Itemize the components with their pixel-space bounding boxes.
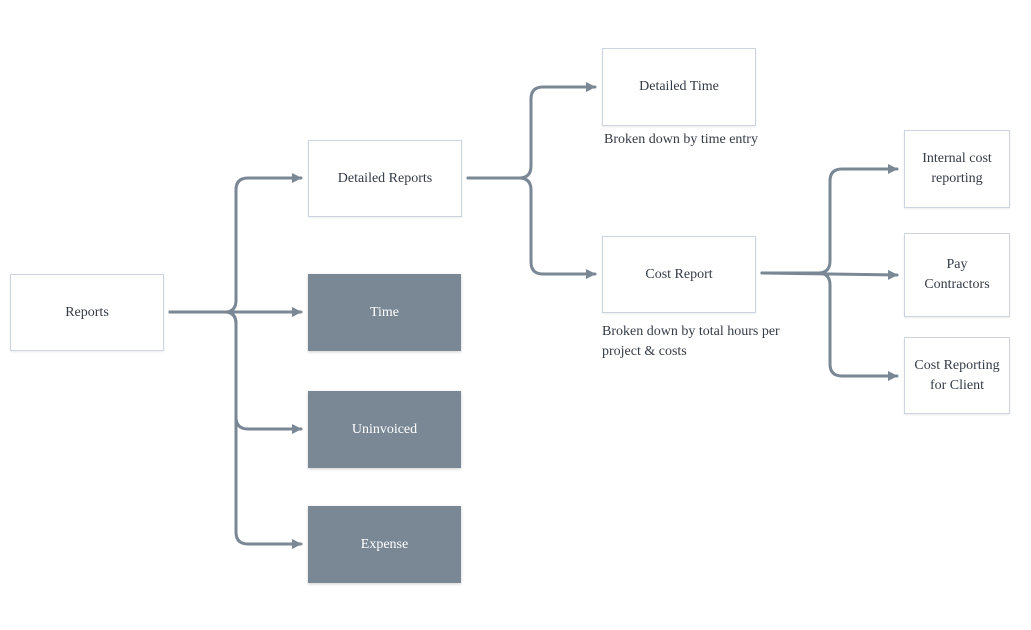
connector-reports-to-detailed-reports	[168, 173, 303, 314]
node-pay-contractors: Pay Contractors	[904, 233, 1010, 317]
node-detailed-time: Detailed Time	[602, 48, 756, 126]
node-cost-reporting-for-client-label: Cost Reporting for Client	[914, 357, 1000, 393]
connector-detailed-reports-to-detailed-time	[466, 82, 597, 180]
node-time: Time	[308, 274, 461, 351]
node-detailed-time-label: Detailed Time	[639, 79, 719, 94]
connector-reports-to-expense	[168, 310, 303, 549]
note-cost-report: Broken down by total hours per project &…	[602, 324, 780, 359]
node-cost-report-label: Cost Report	[645, 266, 713, 282]
node-internal-cost-reporting-label: Internal cost reporting	[922, 151, 992, 186]
node-uninvoiced-label: Uninvoiced	[351, 421, 418, 437]
node-cost-reporting-for-client: Cost Reporting for Client	[904, 337, 1010, 414]
node-expense-label: Expense	[360, 536, 409, 552]
node-pay-contractors-label: Pay Contractors	[924, 257, 990, 292]
node-internal-cost-reporting: Internal cost reporting	[904, 130, 1010, 208]
connector-detailed-reports-to-cost-report	[466, 176, 597, 279]
connector-cost-report-to-client	[760, 271, 899, 381]
node-time-label: Time	[369, 304, 400, 320]
node-detailed-reports: Detailed Reports	[308, 140, 462, 217]
note-detailed-time: Broken down by time entry	[604, 132, 758, 147]
node-expense: Expense	[308, 506, 461, 583]
connector-cost-report-to-internal	[760, 164, 899, 275]
node-reports: Reports	[10, 274, 164, 351]
node-reports-label: Reports	[65, 304, 109, 320]
node-uninvoiced: Uninvoiced	[308, 391, 461, 468]
node-cost-report: Cost Report	[602, 236, 756, 313]
node-detailed-reports-label: Detailed Reports	[337, 170, 433, 186]
